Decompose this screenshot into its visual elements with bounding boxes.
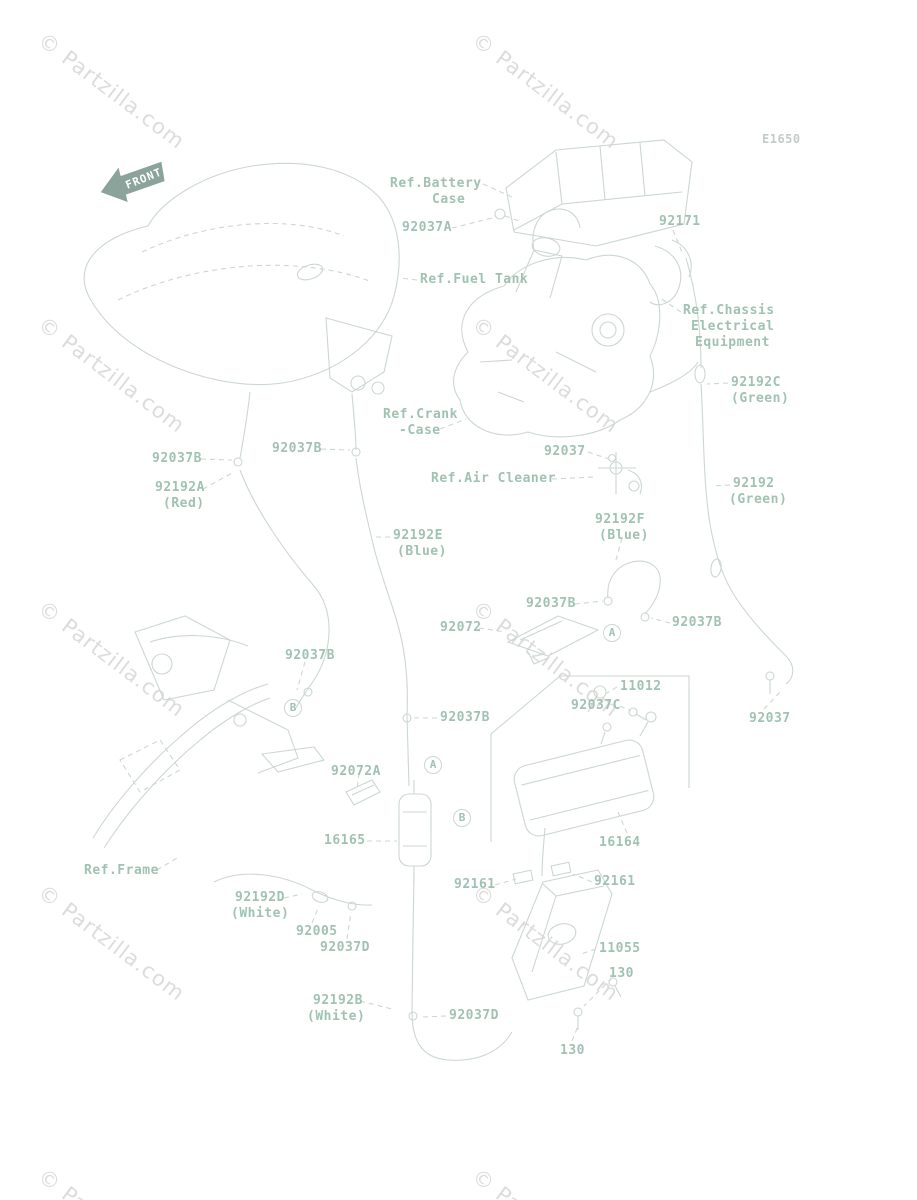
fuel-filter-drawing (398, 780, 432, 884)
battery-case-drawing (494, 139, 693, 247)
engine-drawing (453, 208, 661, 438)
frame-drawing (92, 615, 325, 849)
separator-drawing (506, 615, 600, 665)
leader-lines (156, 183, 782, 1042)
hoses-drawing (213, 257, 794, 1061)
bracket-92072a-drawing (345, 779, 381, 806)
air-cleaner-fitting-drawing (598, 452, 643, 495)
bottom-bracket-drawing (511, 861, 622, 1030)
front-arrow-icon: FRONT (100, 161, 165, 202)
canister-drawing (490, 675, 690, 842)
fuel-tank-drawing (83, 162, 400, 459)
